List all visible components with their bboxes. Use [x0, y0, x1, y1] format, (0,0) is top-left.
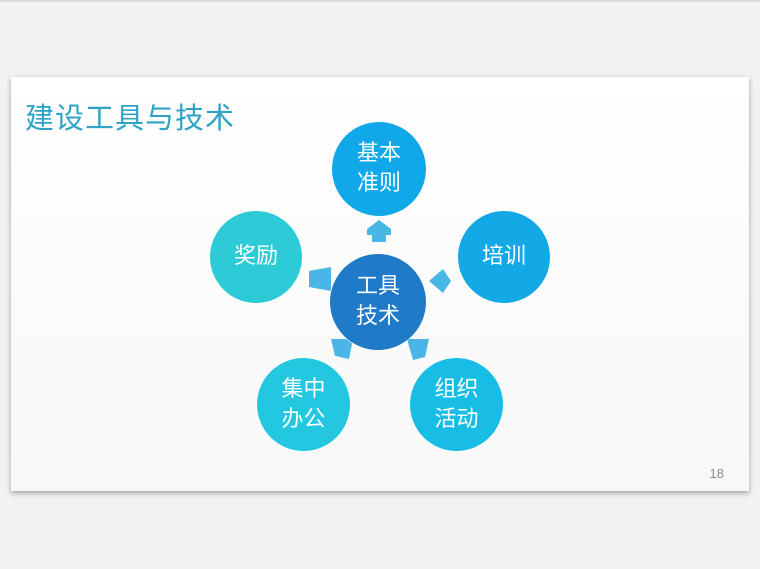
slide-title: 建设工具与技术: [25, 101, 236, 135]
connector-arrows: [309, 220, 451, 360]
node-organize-activities: 组织 活动: [410, 358, 503, 451]
node-center-tools-techniques: 工具 技术: [330, 254, 426, 350]
arrow-to-basic-guidelines: [367, 220, 391, 235]
window-top-edge: [0, 0, 760, 2]
node-basic-guidelines-label: 基本 准则: [356, 141, 401, 196]
node-organize-activities-label: 组织 活动: [434, 376, 479, 432]
page-number: 18: [709, 466, 724, 481]
node-centralized-office-label: 集中 办公: [281, 376, 326, 432]
node-rewards-label: 奖励: [233, 244, 278, 269]
arrow-shaft-basic-guidelines: [372, 235, 386, 242]
arrow-to-centralized-office: [331, 339, 353, 359]
slide: 建设工具与技术 工具 技术 基本 准则 培训 组织 活动 集中 办公 奖励 18: [11, 77, 749, 491]
arrow-to-rewards: [309, 267, 331, 291]
node-basic-guidelines: 基本 准则: [332, 122, 426, 216]
node-training-label: 培训: [481, 244, 526, 269]
arrow-to-organize-activities: [407, 339, 429, 360]
node-center-label: 工具 技术: [355, 274, 400, 329]
node-training: 培训: [458, 211, 550, 303]
arrow-to-training: [429, 269, 451, 293]
node-rewards: 奖励: [210, 211, 302, 303]
node-centralized-office: 集中 办公: [257, 358, 350, 451]
